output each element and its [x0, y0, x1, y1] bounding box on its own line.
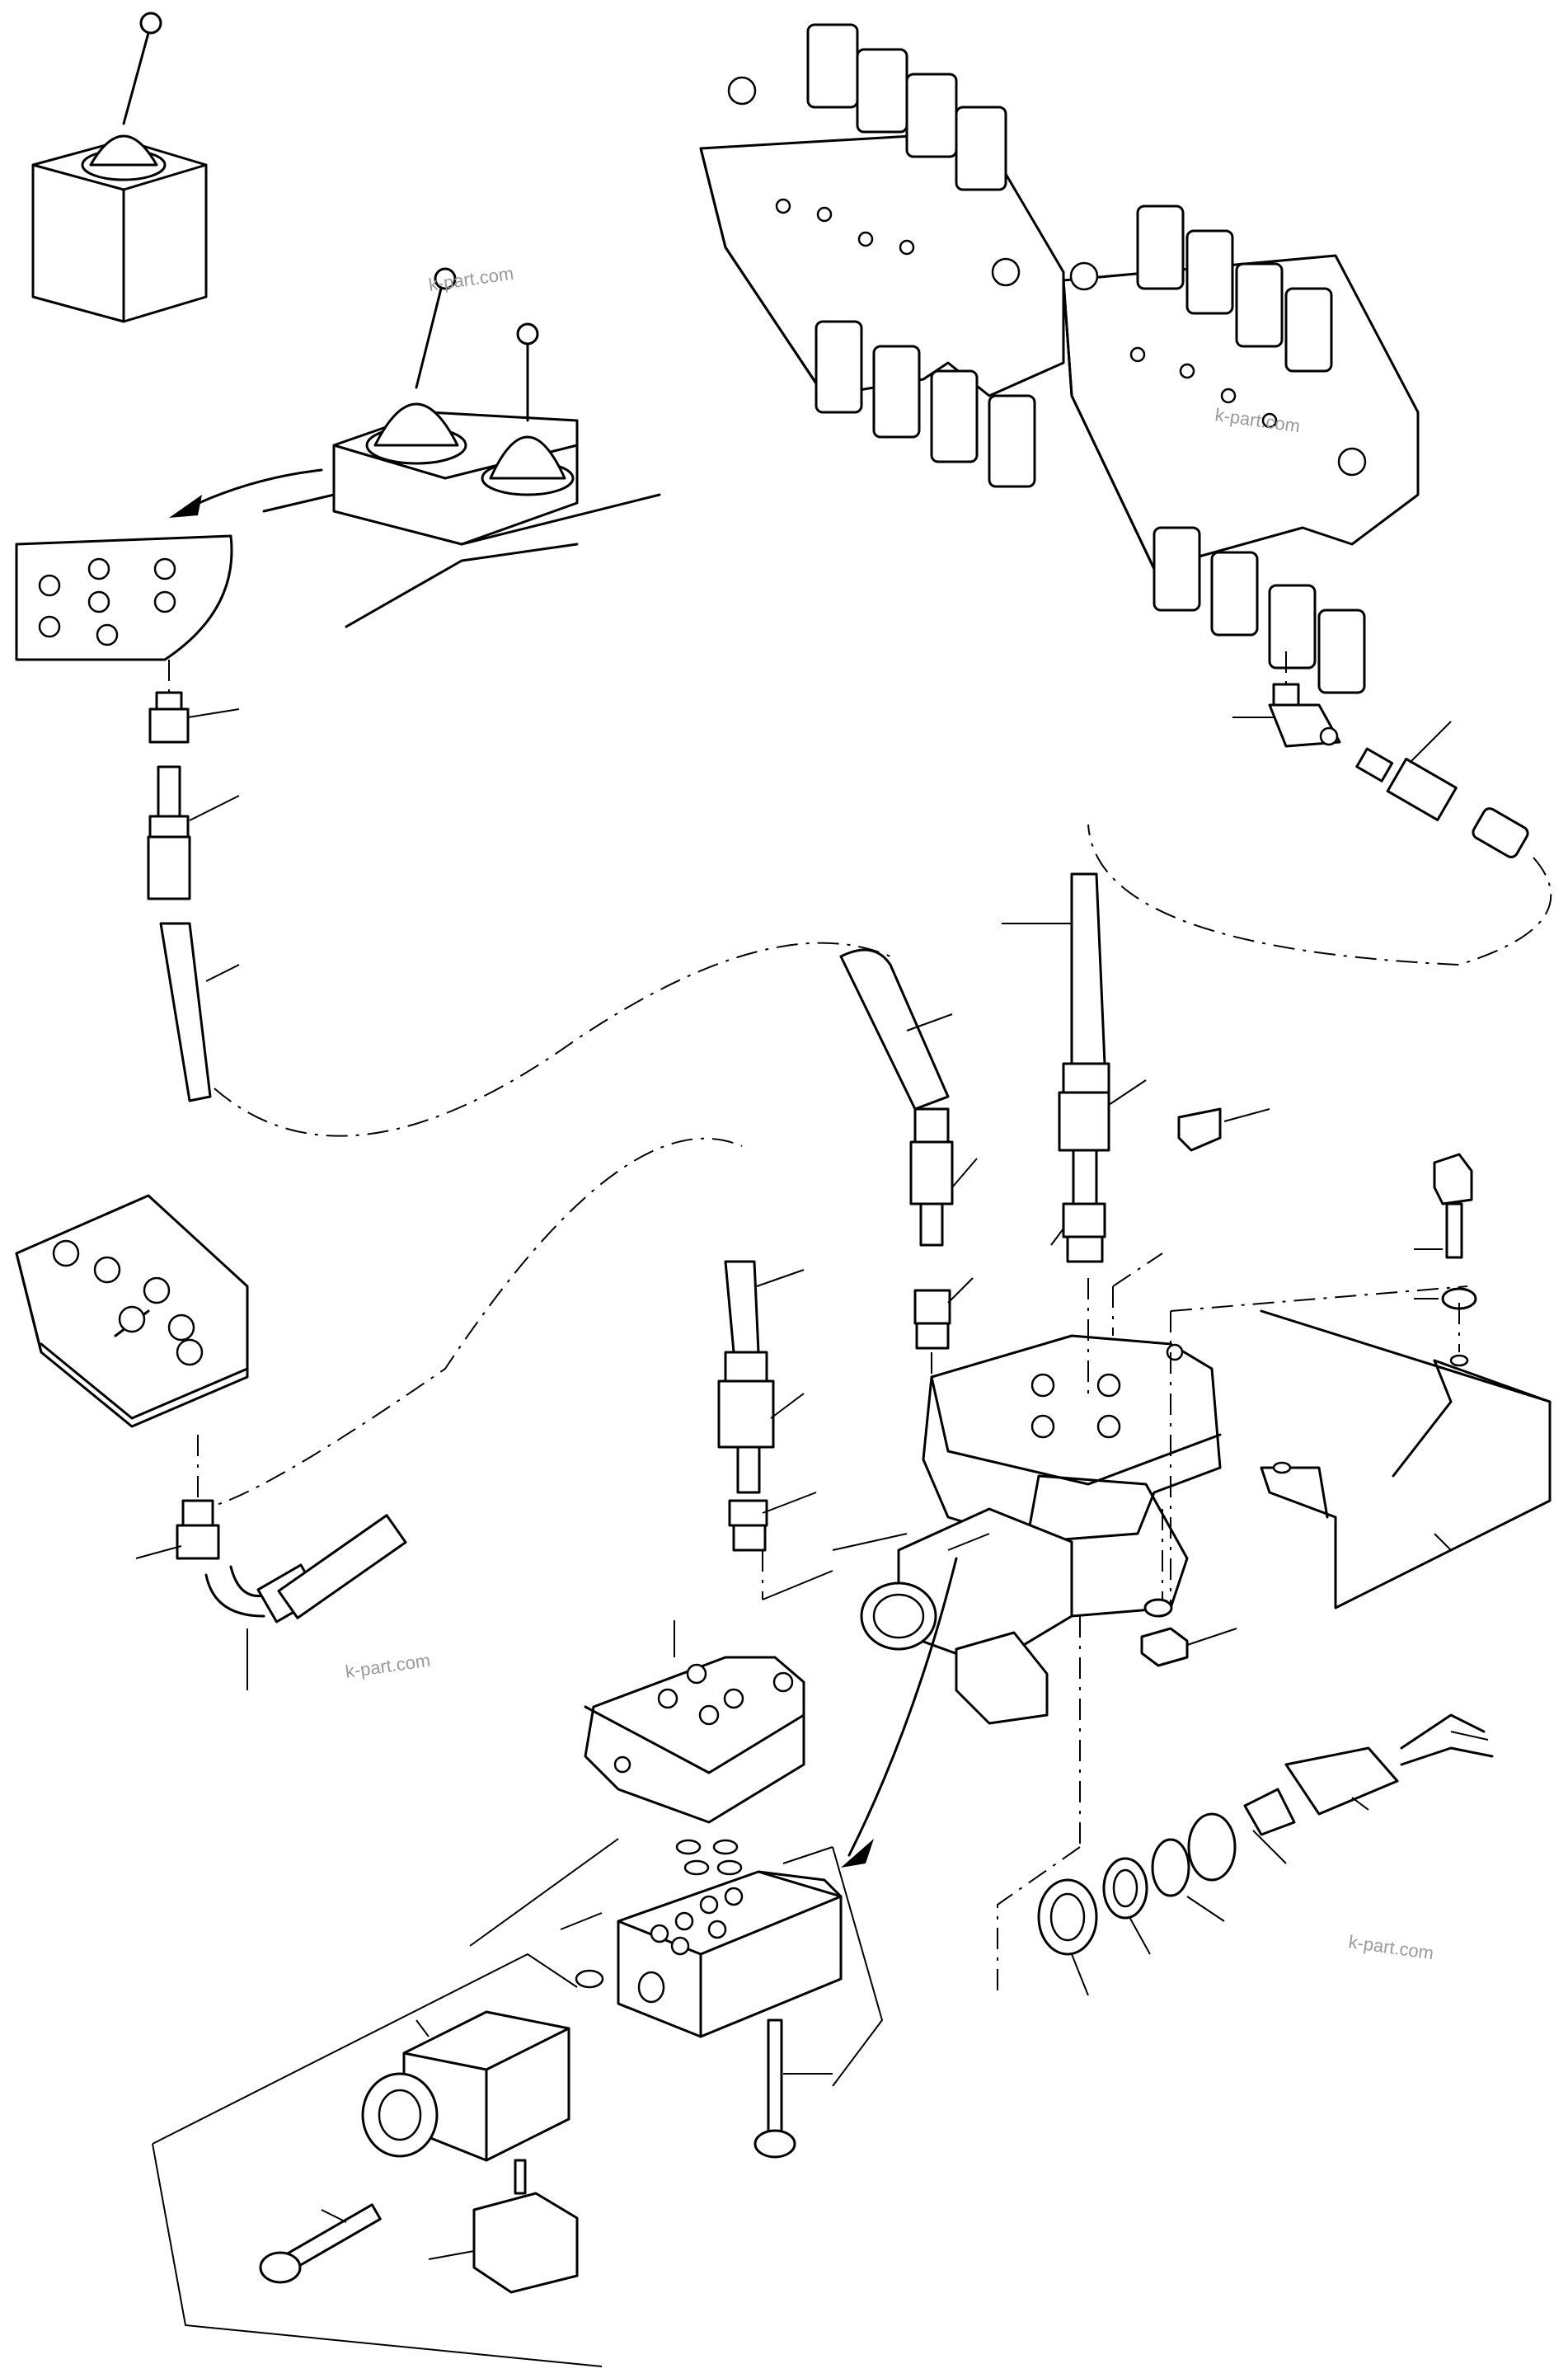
twin-joystick-assembly: [262, 267, 661, 628]
hose-route-2: [1087, 824, 1552, 966]
bolt-and-washer: [1414, 1153, 1477, 1310]
exploded-adapter-plate: [584, 1620, 805, 1824]
watermarks: k-part.com k-part.com k-part.com k-part.…: [344, 263, 1434, 1964]
valve-outlet-fitting: [1232, 651, 1529, 858]
long-bolt-right: [753, 2018, 833, 2159]
arrow-head-icon: [169, 495, 202, 518]
control-valve-bank-2: [1062, 204, 1420, 694]
plug: [1177, 1107, 1270, 1152]
mounting-bracket: [1260, 1303, 1552, 1610]
cable-connector-parts: [1037, 1713, 1494, 1996]
connection-block-left: [15, 1194, 249, 1428]
control-valve-bank-1: [699, 23, 1065, 488]
explode-arrow: [847, 1557, 958, 1857]
exploded-coil: [361, 2010, 570, 2162]
hose-route-3: [189, 1137, 743, 1511]
flow-arrow: [180, 468, 323, 513]
left-fitting-stack: [147, 660, 240, 1102]
arrow-head-icon: [841, 1839, 874, 1868]
solenoid-leader-lines: [762, 1252, 1468, 1995]
exploded-valve-body: [575, 1870, 843, 2038]
watermark: k-part.com: [1347, 1931, 1434, 1963]
o-rings: [675, 1839, 743, 1876]
watermark: k-part.com: [344, 1650, 431, 1682]
elbow-fitting-left: [135, 1435, 407, 1690]
exploded-view-bounds: [152, 1838, 884, 2367]
hose-route-1: [214, 942, 891, 1137]
joystick-console-view: [31, 12, 208, 323]
joystick-base-plate: [15, 534, 233, 661]
hose-fittings-center: [839, 872, 1147, 1350]
solenoid-valve-assembly: [832, 1334, 1222, 1725]
exploded-connector: [428, 2159, 579, 2294]
nut-and-washer: [1140, 1509, 1237, 1667]
hose-center-left: [717, 1260, 817, 1552]
watermark: k-part.com: [1214, 404, 1301, 436]
watermark: k-part.com: [427, 263, 514, 295]
long-bolt-left: [259, 2203, 382, 2284]
